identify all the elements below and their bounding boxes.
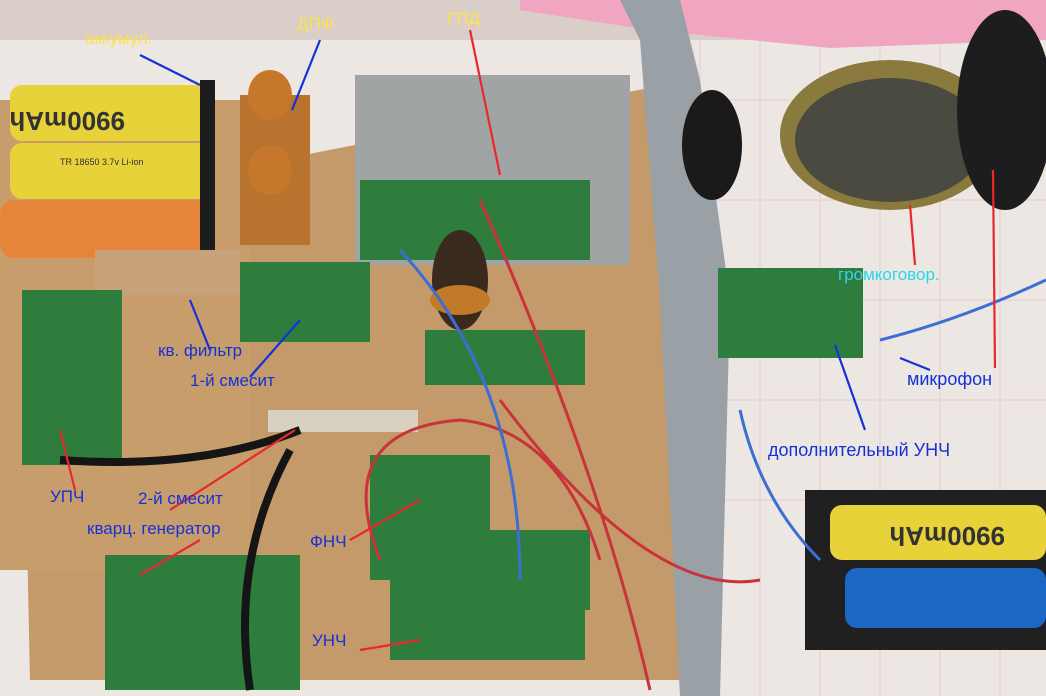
lowpass-filter-label: ФНЧ	[310, 532, 347, 551]
microphone-part	[957, 10, 1046, 210]
microphone-label: микрофон	[907, 369, 993, 389]
second-mixer-label: 2-й смесит	[138, 489, 223, 508]
audio-amp-label: УНЧ	[312, 631, 347, 650]
crystal-filter-part	[95, 250, 240, 295]
vfo-label: ГПД	[447, 9, 480, 28]
if-amp-label: УПЧ	[50, 487, 85, 506]
extra-audio-amp-board	[718, 268, 863, 358]
blue-pointers	[139, 39, 931, 431]
battery-capacity-text-right: 9900mAh	[889, 521, 1005, 551]
battery-pack-left	[0, 80, 215, 270]
red-pointers	[58, 29, 997, 652]
battery-capacity-text: 9900mAh	[9, 106, 125, 136]
battery-model-text: TR 18650 3.7v Li-ion	[60, 157, 144, 167]
board-center	[425, 330, 585, 385]
crystal-oscillator-label: кварц. генератор	[87, 519, 221, 538]
first-mixer-label: 1-й смесит	[190, 371, 275, 390]
second-mixer-strip	[268, 410, 418, 432]
bandpass-filter-label: ДПФ	[297, 14, 334, 33]
battery-label: аккумул.	[85, 29, 153, 48]
crystal-filter-label: кв. фильтр	[158, 341, 243, 360]
battery-pack-right	[805, 490, 1046, 650]
first-mixer-board	[240, 262, 370, 342]
board-right-lower	[490, 530, 590, 610]
loudspeaker-label: громкоговор.	[838, 265, 940, 284]
extra-audio-amp-label: дополнительный УНЧ	[768, 440, 951, 460]
if-amp-board	[22, 290, 122, 465]
crystal-oscillator-board	[105, 555, 300, 690]
